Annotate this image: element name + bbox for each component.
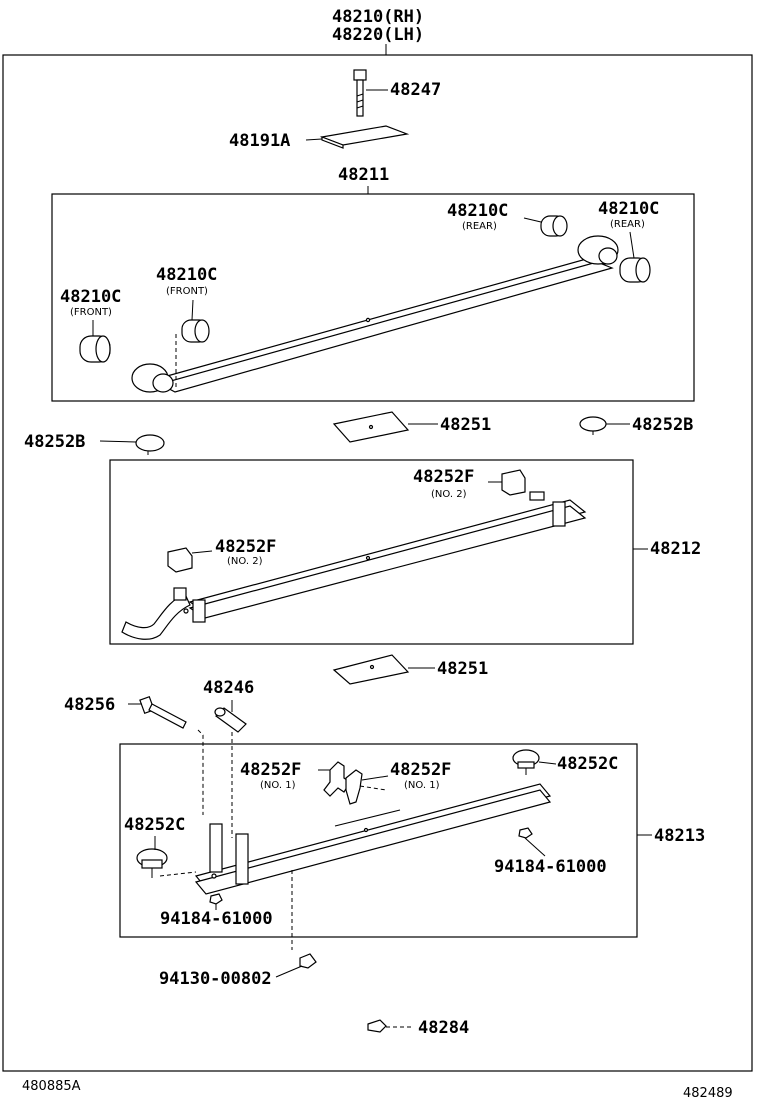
bushing-front-1-shape xyxy=(175,299,210,390)
label-48252f-no1-left[interactable]: 48252F xyxy=(240,760,302,780)
note-48252f-no1-left: (NO. 1) xyxy=(260,780,296,791)
clip-48252f-no1-right-shape xyxy=(345,769,389,805)
label-48284[interactable]: 48284 xyxy=(418,1018,470,1038)
label-48247[interactable]: 48247 xyxy=(390,80,442,100)
label-48210c-rear-1[interactable]: 48210C xyxy=(447,201,509,221)
clip-48252f-no1-left-shape xyxy=(318,761,351,797)
footer-right-code: 482489 xyxy=(683,1086,733,1101)
note-48210c-rear-1: (REAR) xyxy=(462,221,497,232)
stopper-48252c-left-shape xyxy=(136,836,197,878)
nut-94184-left-shape xyxy=(209,893,223,910)
note-48252f-no1-right: (NO. 1) xyxy=(404,780,440,791)
cap-48252b-left-shape xyxy=(99,434,165,455)
label-48251-top[interactable]: 48251 xyxy=(440,415,492,435)
pin-48246-shape xyxy=(214,700,247,838)
stopper-48252c-right-shape xyxy=(512,749,557,775)
second-leaf-48212-shape xyxy=(121,499,587,640)
bushing-front-2-shape xyxy=(79,320,111,363)
note-48210c-front-1: (FRONT) xyxy=(166,286,208,297)
box-48213 xyxy=(119,743,638,938)
label-48210c-front-2[interactable]: 48210C xyxy=(60,287,122,307)
bolt-48247-shape xyxy=(353,69,388,117)
pad-48251-bottom-shape xyxy=(332,654,435,685)
outer-frame xyxy=(2,54,753,1072)
clip-48252f-no2-top-shape xyxy=(488,469,545,501)
label-48246[interactable]: 48246 xyxy=(203,678,255,698)
label-94184-left[interactable]: 94184-61000 xyxy=(160,909,273,929)
label-48212[interactable]: 48212 xyxy=(650,539,702,559)
label-48252f-no2-left[interactable]: 48252F xyxy=(215,537,277,557)
label-48256[interactable]: 48256 xyxy=(64,695,116,715)
note-48210c-rear-2: (REAR) xyxy=(610,219,645,230)
label-48191a[interactable]: 48191A xyxy=(229,131,291,151)
label-48252c-left[interactable]: 48252C xyxy=(124,815,186,835)
main-leaf-48211-shape xyxy=(131,235,619,393)
label-48252b-right[interactable]: 48252B xyxy=(632,415,694,435)
title-rh: 48210(RH) xyxy=(332,7,425,27)
label-48210c-rear-2[interactable]: 48210C xyxy=(598,199,660,219)
label-48210c-front-1[interactable]: 48210C xyxy=(156,265,218,285)
third-leaf-48213-shape xyxy=(194,783,552,895)
clip-48252f-no2-left-shape xyxy=(167,547,213,573)
label-48252f-no1-right[interactable]: 48252F xyxy=(390,760,452,780)
nut-94184-right-shape xyxy=(518,827,546,857)
bolt-48256-shape xyxy=(128,695,204,815)
note-48252f-no2-top: (NO. 2) xyxy=(431,489,467,500)
title-lh: 48220(LH) xyxy=(332,25,425,45)
nut-48284-shape xyxy=(367,1019,413,1033)
bushing-rear-2-shape xyxy=(619,231,651,283)
bushing-rear-1-shape xyxy=(523,215,568,237)
label-94184-right[interactable]: 94184-61000 xyxy=(494,857,607,877)
cap-48252b-right-shape xyxy=(579,416,630,435)
footer-left-code: 480885A xyxy=(22,1079,81,1094)
label-48252c-right[interactable]: 48252C xyxy=(557,754,619,774)
label-48211[interactable]: 48211 xyxy=(338,165,390,185)
label-48252b-left[interactable]: 48252B xyxy=(24,432,86,452)
pad-48251-top-shape xyxy=(332,411,438,443)
box-48212 xyxy=(109,459,634,645)
label-48213[interactable]: 48213 xyxy=(654,826,706,846)
note-48252f-no2-left: (NO. 2) xyxy=(227,556,263,567)
note-48210c-front-2: (FRONT) xyxy=(70,307,112,318)
plate-48191a-shape xyxy=(305,125,410,149)
label-94130[interactable]: 94130-00802 xyxy=(159,969,272,989)
nut-94130-shape xyxy=(275,870,317,978)
label-48251-bottom[interactable]: 48251 xyxy=(437,659,489,679)
box-48211 xyxy=(51,193,695,402)
label-48252f-no2-top[interactable]: 48252F xyxy=(413,467,475,487)
